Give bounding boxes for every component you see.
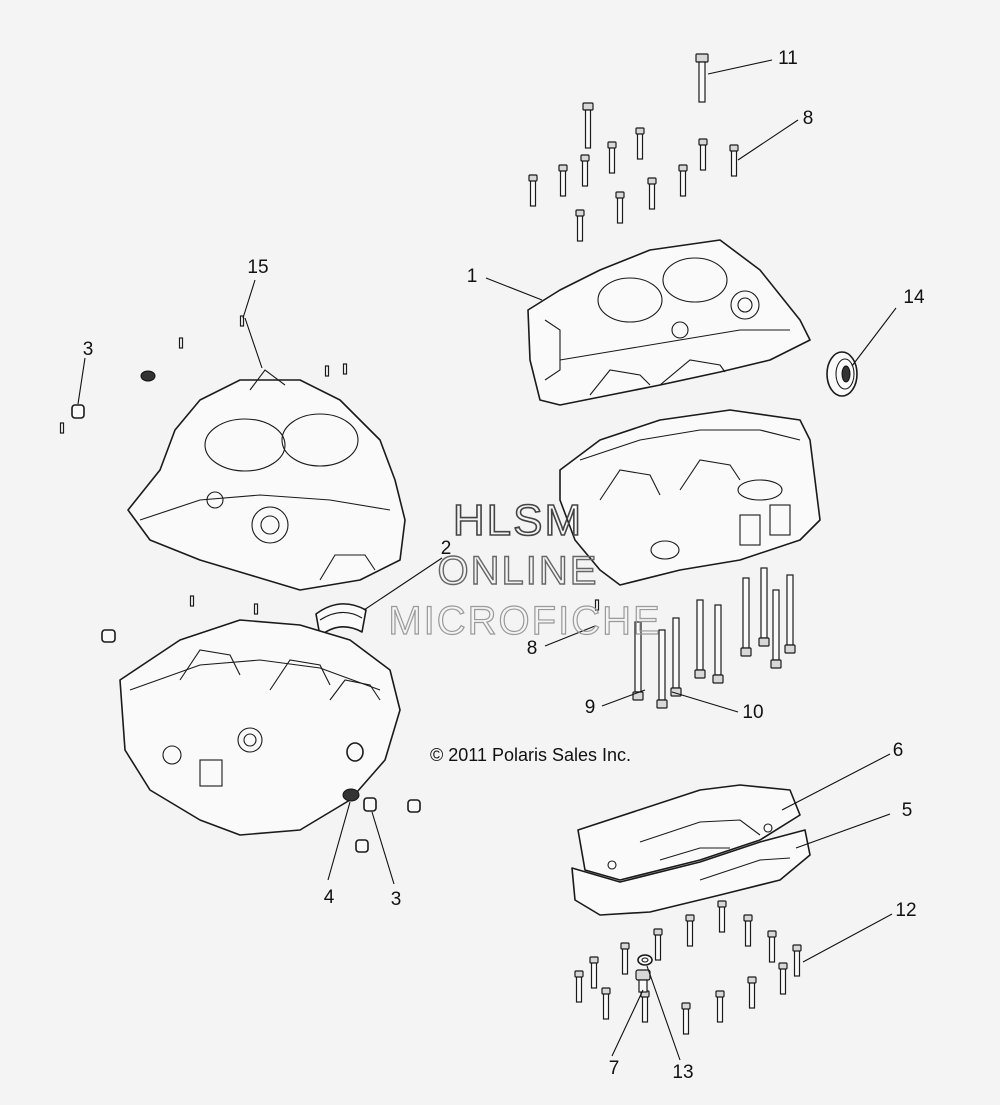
callout-10: 10 [742, 702, 763, 723]
left-small-parts [59, 315, 348, 643]
callout-6: 6 [893, 740, 904, 761]
callout-13: 13 [672, 1062, 693, 1083]
upper-crankcase-right [527, 239, 811, 406]
callout-8-top: 8 [803, 108, 814, 129]
oil-pan [571, 784, 811, 916]
crankshaft-seal [826, 351, 858, 397]
copyright-notice: © 2011 Polaris Sales Inc. [430, 745, 631, 765]
callout-labels: 11 8 1 14 15 3 2 8 9 10 6 5 4 3 12 7 13 [83, 48, 925, 1083]
callout-15: 15 [247, 257, 268, 278]
callout-14: 14 [903, 287, 925, 308]
leader-lines [77, 59, 897, 1061]
callout-12: 12 [895, 900, 916, 921]
callout-3-bottom: 3 [391, 889, 402, 910]
callout-2: 2 [441, 538, 452, 559]
oil-pan-bolts [574, 900, 802, 1035]
drain-plug-and-washer [635, 954, 653, 993]
callout-3-top: 3 [83, 339, 94, 360]
left-lower-fittings [342, 788, 421, 853]
watermark: HLSM ONLINE MICROFICHE [388, 495, 661, 643]
callout-11: 11 [778, 48, 798, 69]
watermark-line-3: MICROFICHE [388, 599, 661, 643]
callout-4: 4 [324, 887, 335, 908]
watermark-line-2: ONLINE [438, 549, 599, 593]
watermark-line-1: HLSM [453, 496, 583, 545]
upper-crankcase-left [127, 369, 406, 591]
lower-crankcase-left [119, 619, 401, 836]
callout-1: 1 [467, 266, 478, 287]
lower-crankcase-right [559, 409, 821, 586]
main-bearing [315, 603, 367, 637]
callout-7: 7 [609, 1058, 620, 1079]
upper-bolt-set [528, 53, 739, 242]
callout-5: 5 [902, 800, 913, 821]
callout-9: 9 [585, 697, 596, 718]
callout-8-mid: 8 [527, 638, 538, 659]
